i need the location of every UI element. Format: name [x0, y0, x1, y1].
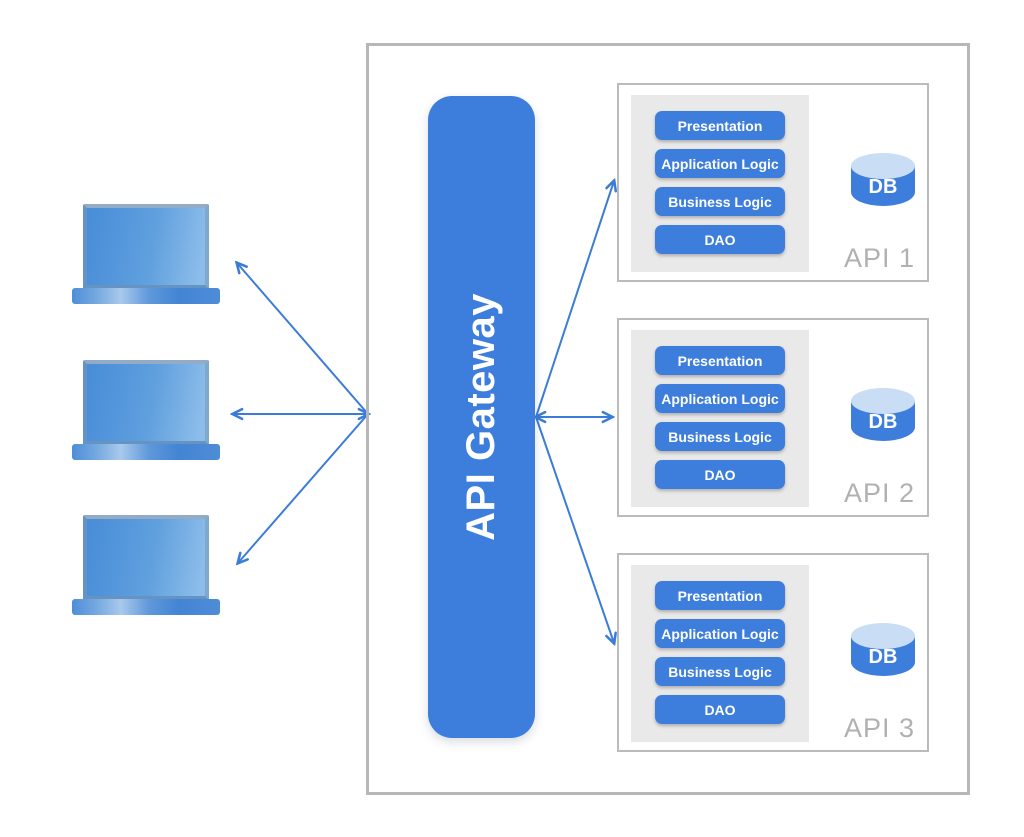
api3-layer-presentation: Presentation	[655, 581, 785, 610]
laptop-base-icon	[72, 599, 220, 615]
client-laptop-1	[72, 204, 220, 304]
laptop-screen-icon	[83, 360, 209, 445]
api1-database-cylinder-icon: DB	[851, 153, 915, 207]
api3-db-label: DB	[868, 646, 898, 668]
api3-layer-dao: DAO	[655, 695, 785, 724]
api2-layer-presentation: Presentation	[655, 346, 785, 375]
api2-service-box: Presentation Application Logic Business …	[617, 318, 929, 517]
api1-service-box: Presentation Application Logic Business …	[617, 83, 929, 282]
api3-database-cylinder-icon: DB	[851, 623, 915, 677]
api2-layer-dao: DAO	[655, 460, 785, 489]
api1-layer-panel: Presentation Application Logic Business …	[631, 95, 809, 272]
api2-db-label: DB	[868, 411, 898, 433]
client3-gateway-arrow	[238, 413, 369, 563]
api3-layer-panel: Presentation Application Logic Business …	[631, 565, 809, 742]
api1-layer-presentation: Presentation	[655, 111, 785, 140]
system-boundary-box	[366, 43, 970, 795]
laptop-base-icon	[72, 288, 220, 304]
api3-layer-business-logic: Business Logic	[655, 657, 785, 686]
api-gateway-label: API Gateway	[459, 293, 503, 541]
api1-db-label: DB	[868, 176, 898, 198]
api2-layer-application-logic: Application Logic	[655, 384, 785, 413]
db-cylinder-top	[851, 623, 915, 649]
laptop-screen-icon	[83, 204, 209, 289]
api1-layer-dao: DAO	[655, 225, 785, 254]
api3-title: API 3	[843, 713, 915, 743]
laptop-base-icon	[72, 444, 220, 460]
client1-gateway-arrow	[237, 263, 369, 415]
db-cylinder-top	[851, 388, 915, 414]
api2-layer-panel: Presentation Application Logic Business …	[631, 330, 809, 507]
api1-title: API 1	[843, 243, 915, 273]
api2-title: API 2	[843, 478, 915, 508]
api-gateway-node: API Gateway	[428, 96, 535, 738]
api1-layer-business-logic: Business Logic	[655, 187, 785, 216]
api3-service-box: Presentation Application Logic Business …	[617, 553, 929, 752]
client-laptop-2	[72, 360, 220, 460]
laptop-screen-icon	[83, 515, 209, 600]
api2-layer-business-logic: Business Logic	[655, 422, 785, 451]
api1-layer-application-logic: Application Logic	[655, 149, 785, 178]
api3-layer-application-logic: Application Logic	[655, 619, 785, 648]
api2-database-cylinder-icon: DB	[851, 388, 915, 442]
client-laptop-3	[72, 515, 220, 615]
db-cylinder-top	[851, 153, 915, 179]
